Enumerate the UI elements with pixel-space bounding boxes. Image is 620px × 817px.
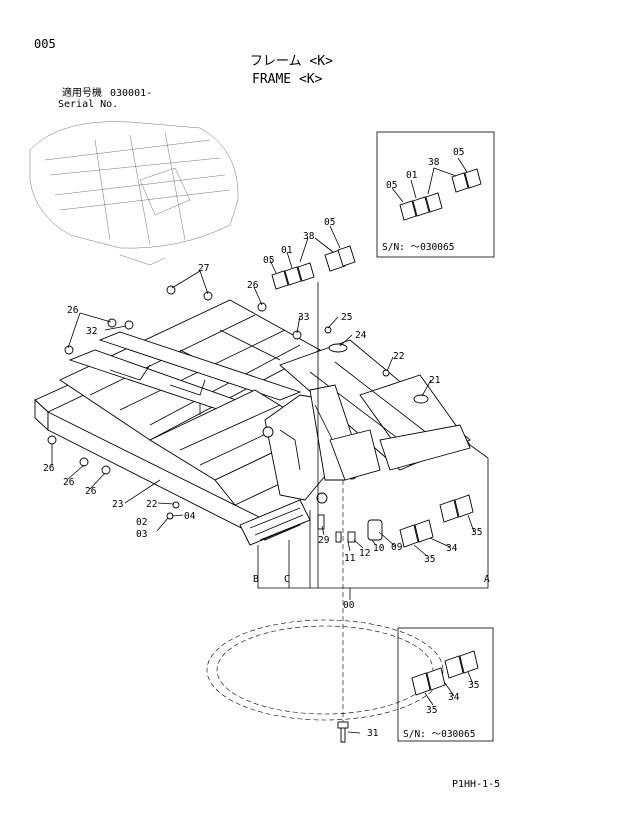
ref-a: A bbox=[484, 574, 490, 585]
callout-26c: 26 bbox=[43, 463, 55, 474]
callout-31: 31 bbox=[367, 728, 379, 739]
footer-code: P1HH-1-5 bbox=[452, 779, 501, 790]
callout-35b: 35 bbox=[471, 527, 482, 538]
inset-bottom-sn: S/N: ～030065 bbox=[403, 729, 475, 740]
callout-22a: 22 bbox=[393, 351, 404, 362]
callout-26e: 26 bbox=[85, 486, 97, 497]
callout-04: 04 bbox=[184, 511, 196, 522]
serial-label-en: Serial No. bbox=[58, 99, 119, 110]
inset-top-01: 01 bbox=[406, 170, 418, 181]
callout-02: 02 bbox=[136, 517, 147, 528]
callout-03: 03 bbox=[136, 529, 147, 540]
shim-stack-top bbox=[271, 245, 356, 290]
inset-top-05b: 05 bbox=[453, 147, 464, 158]
callout-27: 27 bbox=[198, 263, 209, 274]
inset-top-38: 38 bbox=[428, 157, 440, 168]
inset-top: 05 01 38 05 S/N: ～030065 bbox=[376, 131, 495, 258]
serial-value: 030001- bbox=[110, 88, 153, 99]
callout-05b: 05 bbox=[324, 217, 335, 228]
callout-05a: 05 bbox=[263, 255, 274, 266]
serial-label-jp: 適用号機 bbox=[62, 88, 102, 99]
main-frame bbox=[34, 299, 471, 546]
callout-26a: 26 bbox=[67, 305, 79, 316]
callout-00: 00 bbox=[343, 600, 355, 611]
callout-29: 29 bbox=[318, 535, 330, 546]
callout-22b: 22 bbox=[146, 499, 157, 510]
callout-34a: 34 bbox=[446, 543, 458, 554]
callout-26b: 26 bbox=[247, 280, 259, 291]
shim-stack-bottom bbox=[399, 494, 474, 548]
callout-33: 33 bbox=[298, 312, 309, 323]
inset-bottom: 35 34 35 S/N: ～030065 bbox=[397, 627, 494, 742]
callout-labels: 27 26 32 26 33 25 24 22 21 26 26 26 23 2… bbox=[43, 217, 490, 739]
page-number: 005 bbox=[34, 37, 56, 51]
inset-top-05a: 05 bbox=[386, 180, 397, 191]
callout-01a: 01 bbox=[281, 245, 293, 256]
ref-c: C bbox=[284, 574, 290, 585]
inset-bottom-34: 34 bbox=[448, 692, 460, 703]
callout-23: 23 bbox=[112, 499, 123, 510]
inset-bottom-35b: 35 bbox=[468, 680, 479, 691]
swing-circle bbox=[206, 619, 444, 721]
callout-10: 10 bbox=[373, 543, 385, 554]
page-title-en: FRAME <K> bbox=[252, 72, 323, 87]
callout-26d: 26 bbox=[63, 477, 75, 488]
callout-38a: 38 bbox=[303, 231, 315, 242]
inset-bottom-35a: 35 bbox=[426, 705, 437, 716]
bolt-31 bbox=[337, 721, 349, 743]
ref-b: B bbox=[253, 574, 259, 585]
page-title-jp: フレーム <K> bbox=[250, 54, 333, 69]
callout-09: 09 bbox=[391, 542, 403, 553]
callout-24: 24 bbox=[355, 330, 367, 341]
inset-top-sn: S/N: ～030065 bbox=[382, 242, 454, 253]
callout-32: 32 bbox=[86, 326, 97, 337]
overview-sketch bbox=[29, 121, 239, 266]
callout-11: 11 bbox=[344, 553, 356, 564]
callout-25: 25 bbox=[341, 312, 352, 323]
callout-12: 12 bbox=[359, 548, 370, 559]
callout-21: 21 bbox=[429, 375, 441, 386]
callout-35a: 35 bbox=[424, 554, 435, 565]
leader-lines bbox=[51, 225, 489, 734]
